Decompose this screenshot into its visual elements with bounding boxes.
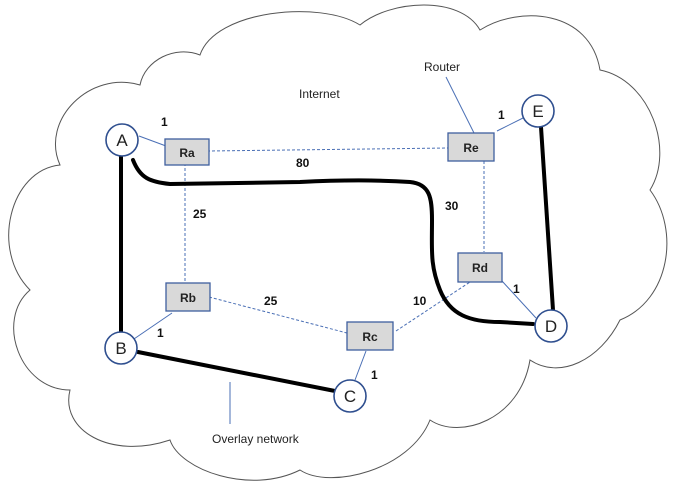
router-rb-label: Rb: [180, 291, 196, 305]
link-d-rd: [501, 280, 537, 319]
host-a-label: A: [116, 131, 128, 150]
weight-d-rd: 1: [513, 282, 520, 296]
router-rd-label: Rd: [472, 261, 488, 275]
router-pointer-line: [445, 76, 475, 134]
link-a-ra: [138, 135, 167, 147]
weight-ra-rb: 25: [193, 207, 207, 221]
router-ra: Ra: [164, 138, 210, 166]
host-d-label: D: [545, 317, 557, 336]
link-c-rc: [354, 350, 367, 381]
host-b: B: [104, 331, 138, 365]
overlay-network-label: Overlay network: [212, 432, 300, 446]
link-rb-rc: [208, 296, 348, 334]
host-e-label: E: [532, 102, 543, 121]
overlay-link-e-d: [539, 125, 555, 312]
weight-c-rc: 1: [371, 368, 378, 382]
router-re-label: Re: [463, 141, 479, 155]
router-ra-label: Ra: [179, 146, 195, 160]
hosts: A B C D E: [104, 94, 568, 413]
weight-a-ra: 1: [161, 115, 168, 129]
link-ra-re: [206, 147, 449, 152]
overlay-link-a-d: [131, 158, 535, 326]
overlay-links: [119, 125, 555, 393]
router-label: Router: [424, 60, 460, 74]
link-e-re: [496, 117, 524, 132]
router-rc: Rc: [346, 321, 394, 351]
host-d: D: [534, 309, 568, 343]
link-weights: 1 80 25 25 10 30 1 1 1 1: [157, 108, 520, 382]
weight-ra-re: 80: [296, 156, 310, 170]
weight-b-rb: 1: [157, 326, 164, 340]
weight-re-rd: 30: [445, 199, 459, 213]
router-rc-label: Rc: [362, 330, 378, 344]
internet-label: Internet: [299, 87, 340, 101]
routers: Ra Re Rb Rc Rd: [164, 132, 503, 351]
weight-e-re: 1: [498, 108, 505, 122]
host-c-label: C: [344, 387, 356, 406]
router-rd: Rd: [457, 252, 503, 283]
host-a: A: [105, 123, 139, 157]
overlay-link-b-c: [136, 350, 337, 393]
internet-cloud: [8, 4, 668, 481]
weight-rb-rc: 25: [264, 294, 278, 308]
host-b-label: B: [115, 339, 126, 358]
host-e: E: [521, 94, 555, 128]
router-rb: Rb: [165, 282, 211, 312]
router-re: Re: [447, 132, 495, 162]
weight-rc-rd: 10: [413, 294, 427, 308]
host-c: C: [333, 379, 367, 413]
link-b-rb: [130, 312, 173, 342]
